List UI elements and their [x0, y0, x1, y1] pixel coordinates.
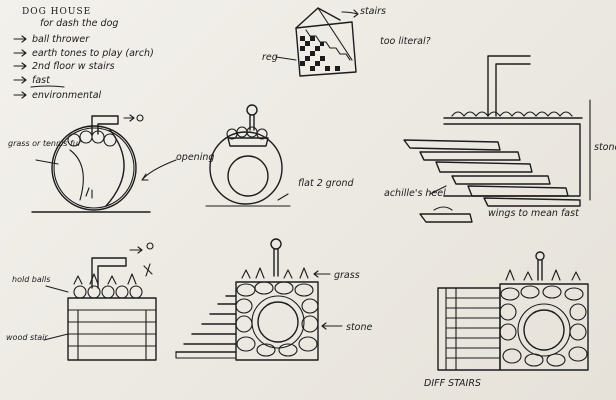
note-item: earth tones to play (arch) [32, 48, 154, 59]
achilles-heel-label: achille's heel [384, 188, 446, 199]
arrow-bullet [14, 77, 26, 83]
notes-subtitle: for dash the dog [40, 18, 118, 29]
reg-label: reg [262, 52, 278, 63]
note-item: ball thrower [32, 34, 90, 45]
stone-top-label: stone [594, 142, 616, 153]
notes-title: DOG HOUSE [22, 7, 91, 17]
note-item: 2nd floor w stairs [32, 61, 115, 72]
stone-bottom-label: stone [346, 322, 373, 333]
too-literal-label: too literal? [380, 36, 431, 47]
round-opening-house: opening flat 2 grond [142, 105, 355, 206]
wings-label: wings to mean fast [488, 208, 580, 219]
opening-label: opening [176, 152, 214, 163]
grass-label: grass [334, 270, 360, 281]
flat-to-ground-label: flat 2 grond [298, 178, 355, 189]
grass-or-tennis-label: grass or tennis fur [8, 139, 82, 148]
diff-stairs-label: DIFF STAIRS [424, 378, 481, 389]
stairs-cube-sketch: stairs too literal? reg [262, 6, 431, 76]
arrow-bullet [14, 36, 26, 42]
stairs-tower-house: stone achille's heel wings to mean fast [384, 56, 616, 222]
note-item: fast [32, 75, 51, 86]
tennis-ball-house: grass or tennis fur [8, 115, 150, 212]
wood-stair-label: wood stair [6, 333, 48, 342]
diff-stairs-house: DIFF STAIRS [424, 252, 588, 389]
stairs-label: stairs [360, 6, 386, 17]
note-item: environmental [32, 90, 102, 101]
notes-block: DOG HOUSE for dash the dog ball thrower … [14, 7, 154, 101]
hold-balls-label: hold balls [12, 275, 50, 284]
stone-house-with-stairs: grass stone [176, 239, 373, 360]
arrow-bullet [14, 92, 26, 98]
wood-stair-house: hold balls wood stair [6, 243, 156, 360]
underline [31, 86, 64, 87]
arrow-bullet [14, 63, 26, 69]
arrow-bullet [14, 50, 26, 56]
